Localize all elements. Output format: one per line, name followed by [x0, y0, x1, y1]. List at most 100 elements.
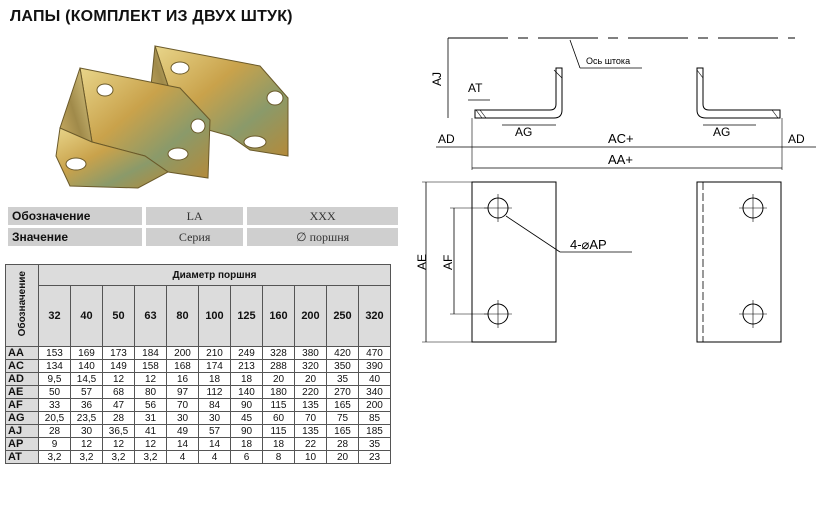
- af-label: AF: [441, 255, 455, 270]
- table-cell: 57: [70, 385, 103, 399]
- table-cell: 90: [230, 424, 263, 438]
- table-cell: 14: [166, 437, 199, 451]
- ac-label: AC+: [608, 131, 634, 146]
- ad-right-label: AD: [788, 132, 805, 146]
- table-cell: 350: [326, 359, 359, 373]
- dims-header-row-1: Обозначение Диаметр поршня: [5, 264, 391, 347]
- table-cell: 35: [326, 372, 359, 386]
- table-cell: 84: [198, 398, 231, 412]
- diameter-col-header: 160: [262, 285, 295, 347]
- at-label: AT: [468, 81, 483, 95]
- table-cell: 9,5: [38, 372, 71, 386]
- table-cell: 135: [294, 424, 327, 438]
- diameter-col-header: 100: [198, 285, 231, 347]
- table-cell: 14: [198, 437, 231, 451]
- table-cell: 213: [230, 359, 263, 373]
- dims-row-header-label: Обозначение: [16, 271, 28, 337]
- bracket-front: [55, 67, 211, 189]
- table-cell: 40: [358, 372, 391, 386]
- table-cell: 8: [262, 450, 295, 464]
- table-cell: 23,5: [70, 411, 103, 425]
- ag-right-label: AG: [713, 125, 730, 139]
- diameter-col-header: 200: [294, 285, 327, 347]
- diameter-col-header: 63: [134, 285, 167, 347]
- table-cell: 33: [38, 398, 71, 412]
- table-cell: 57: [198, 424, 231, 438]
- diameter-col-header: 32: [38, 285, 71, 347]
- table-cell: 60: [262, 411, 295, 425]
- table-cell: 12: [70, 437, 103, 451]
- table-cell: 112: [198, 385, 231, 399]
- table-cell: 3,2: [102, 450, 135, 464]
- table-cell: 90: [230, 398, 263, 412]
- code-series: LA: [146, 207, 244, 225]
- table-cell: 20: [294, 372, 327, 386]
- meaning-row: Значение Серия ∅ поршня: [8, 228, 398, 246]
- table-cell: 16: [166, 372, 199, 386]
- table-cell: 50: [38, 385, 71, 399]
- table-cell: 68: [102, 385, 135, 399]
- table-cell: 18: [230, 372, 263, 386]
- table-cell: 30: [198, 411, 231, 425]
- table-cell: 80: [134, 385, 167, 399]
- table-cell: 165: [326, 424, 359, 438]
- table-cell: 158: [134, 359, 167, 373]
- dims-row-header: Обозначение: [5, 264, 39, 347]
- table-cell: 140: [230, 385, 263, 399]
- table-cell: 470: [358, 346, 391, 360]
- table-cell: 3,2: [38, 450, 71, 464]
- table-cell: 173: [102, 346, 135, 360]
- table-cell: 184: [134, 346, 167, 360]
- table-cell: 169: [70, 346, 103, 360]
- table-cell: 23: [358, 450, 391, 464]
- table-cell: 20: [262, 372, 295, 386]
- table-cell: 45: [230, 411, 263, 425]
- table-cell: 70: [166, 398, 199, 412]
- table-cell: 30: [166, 411, 199, 425]
- table-cell: 20,5: [38, 411, 71, 425]
- row-label: AD: [5, 372, 39, 386]
- diameter-col-header: 250: [326, 285, 359, 347]
- table-cell: 4: [166, 450, 199, 464]
- row-label: AP: [5, 437, 39, 451]
- code-bore: XXX: [247, 207, 398, 225]
- table-cell: 10: [294, 450, 327, 464]
- aa-label: AA+: [608, 152, 633, 167]
- dimensions-table: Обозначение Диаметр поршня 32 40 50 63 80 100…: [5, 264, 391, 464]
- table-cell: 200: [166, 346, 199, 360]
- top-view-left: [471, 181, 557, 343]
- row-label: AF: [5, 398, 39, 412]
- row-label: AC: [5, 359, 39, 373]
- meaning-bore: ∅ поршня: [247, 228, 398, 246]
- ap-label: 4-⌀AP: [570, 237, 607, 252]
- designation-table: Обозначение LA XXX Значение Серия ∅ порш…: [4, 204, 402, 249]
- table-cell: 20: [326, 450, 359, 464]
- ap-leader: [505, 215, 561, 253]
- meaning-series: Серия: [146, 228, 244, 246]
- table-cell: 180: [262, 385, 295, 399]
- table-cell: 390: [358, 359, 391, 373]
- row-label: AE: [5, 385, 39, 399]
- table-cell: 49: [166, 424, 199, 438]
- axis-leader: [569, 39, 581, 69]
- table-cell: 6: [230, 450, 263, 464]
- side-view-left: [474, 67, 563, 119]
- table-cell: 220: [294, 385, 327, 399]
- table-cell: 174: [198, 359, 231, 373]
- axis-label: Ось штока: [586, 56, 630, 66]
- table-cell: 28: [38, 424, 71, 438]
- table-cell: 14,5: [70, 372, 103, 386]
- table-cell: 41: [134, 424, 167, 438]
- table-cell: 115: [262, 398, 295, 412]
- table-cell: 340: [358, 385, 391, 399]
- side-view-right: [696, 67, 781, 119]
